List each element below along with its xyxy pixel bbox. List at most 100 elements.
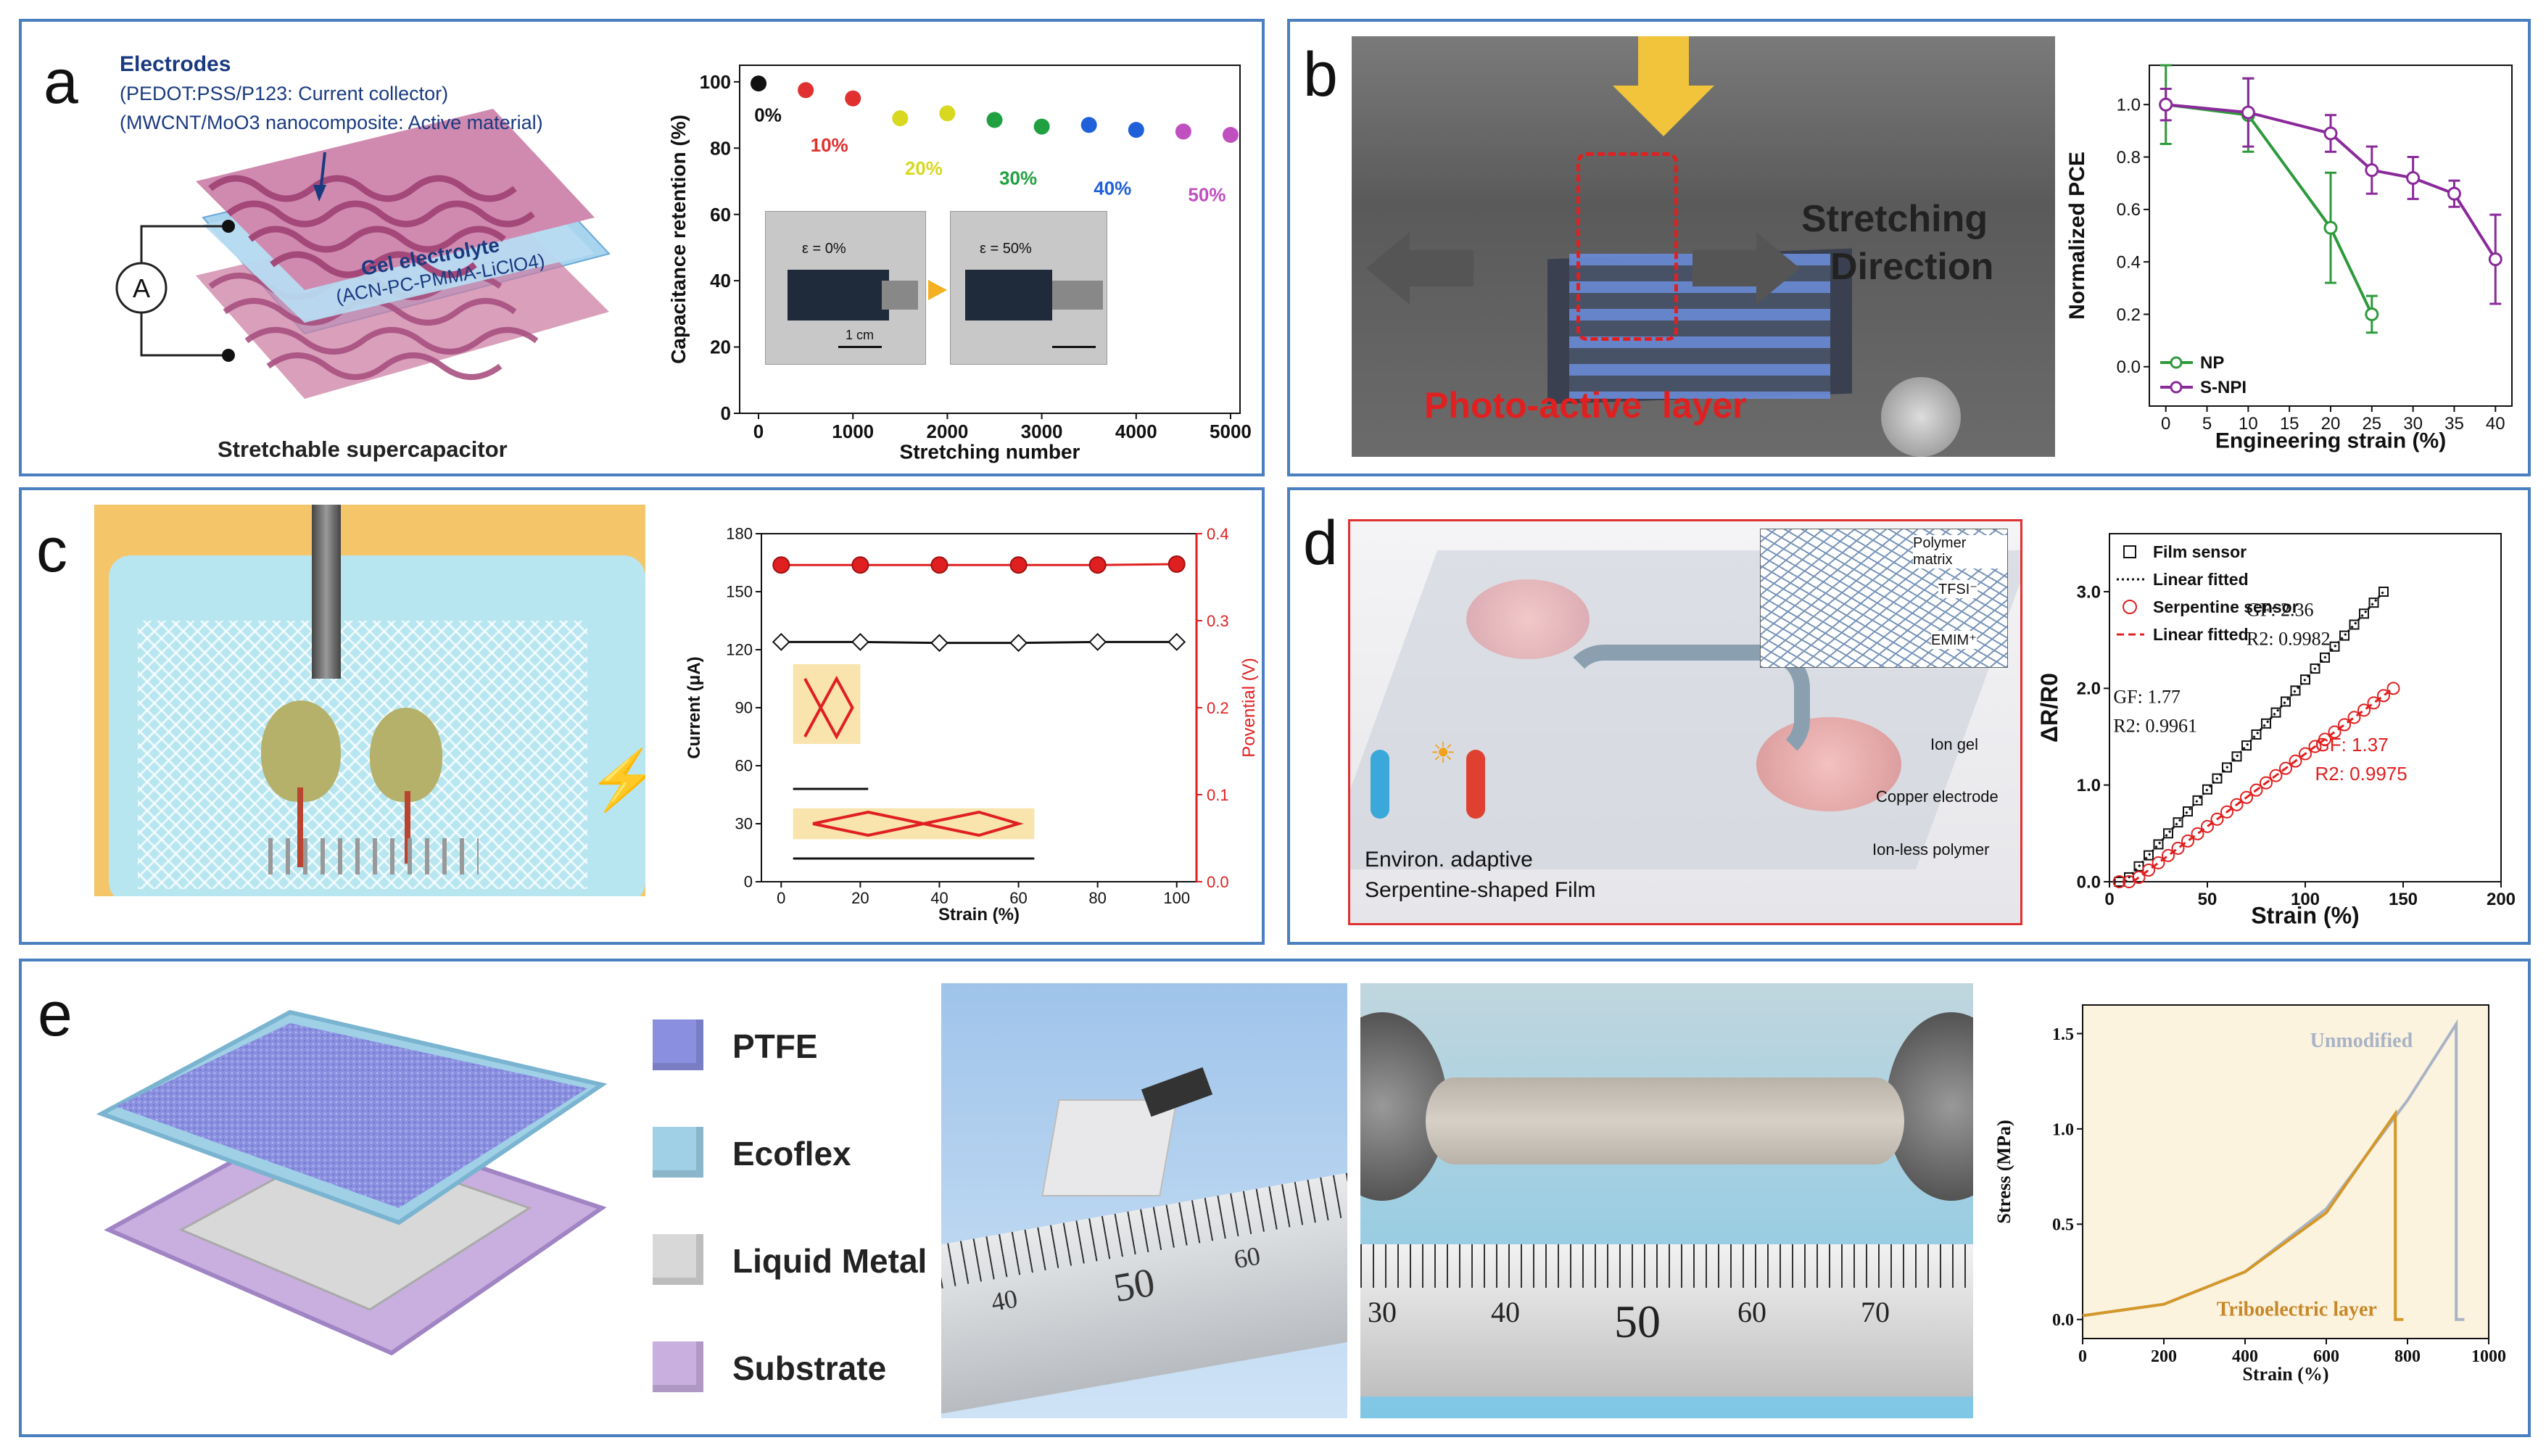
y2-tick-label: 0.1 — [1207, 786, 1229, 804]
ruler-number: 50 — [1614, 1296, 1661, 1347]
inset-right: ε = 50% — [950, 211, 1107, 365]
ion-gel-pad-left — [1466, 579, 1590, 659]
legend-label: S-NPI — [2200, 378, 2247, 397]
film-point — [2144, 850, 2154, 861]
film-point — [2212, 773, 2223, 784]
y-tick-label: 0.0 — [2052, 1311, 2074, 1330]
active-layer-box — [1576, 152, 1678, 341]
y2-tick-label: 0.2 — [1207, 699, 1229, 717]
legend-label: Linear fitted — [2153, 625, 2249, 644]
legend-marker — [2170, 356, 2183, 369]
curve-label: Triboelectric layer — [2217, 1298, 2377, 1320]
y-tick-label: 0.8 — [2117, 148, 2141, 167]
x-axis-label: Stretching number — [900, 440, 1080, 463]
legend-label: Ecoflex — [732, 1135, 851, 1172]
data-point — [1222, 127, 1239, 143]
serpentine-fit-line — [2132, 687, 2394, 883]
y-axis-label: Capacitance retention (%) — [667, 115, 690, 364]
film-point — [2349, 619, 2360, 630]
polymer-inset: Polymer matrix TFSI⁻ EMIM⁺ — [1760, 529, 2008, 668]
y-tick-label: 2.0 — [2077, 679, 2101, 699]
serpentine-point — [2142, 863, 2155, 877]
serpentine-point — [2357, 703, 2371, 717]
panel-label: a — [44, 47, 78, 117]
schematic-caption: Stretchable supercapacitor — [218, 437, 508, 462]
data-point — [845, 90, 861, 107]
panel-label: c — [36, 516, 67, 585]
x-tick-label: 25 — [2362, 414, 2381, 434]
serpentine-point — [2347, 711, 2361, 724]
emim-label: EMIM⁺ — [1931, 631, 1977, 649]
potential-point — [851, 556, 869, 574]
y-tick-label: 60 — [735, 757, 753, 775]
y-tick-label: 0.0 — [2077, 872, 2101, 892]
y-tick-label: 0.2 — [2117, 305, 2141, 325]
data-point — [2406, 170, 2421, 185]
serpentine-point — [2181, 834, 2194, 848]
serpentine-point — [2377, 689, 2390, 703]
r2-film: R2: 0.9982 — [2247, 628, 2331, 649]
serpentine-point — [2240, 790, 2253, 804]
data-point — [1080, 117, 1097, 133]
y-tick-label: 0 — [744, 873, 753, 891]
legend-marker — [2123, 600, 2137, 614]
serpentine-point — [2338, 718, 2351, 732]
x-tick-label: 200 — [2151, 1347, 2177, 1366]
plot-frame — [2082, 1004, 2489, 1339]
active-layer-label: Photo-active layer — [1424, 385, 1747, 426]
plot-frame — [739, 65, 1241, 414]
legend-label: Substrate — [732, 1349, 887, 1387]
data-point — [2323, 220, 2338, 235]
y2-axis-label: Povential (V) — [1239, 658, 1259, 757]
data-point — [1033, 118, 1050, 135]
sewing-illustration: ⚡ — [94, 505, 645, 896]
y-tick-label: 80 — [710, 137, 731, 159]
stretch-inset-photo: ε = 0% 1 cm ε = 50% — [761, 207, 1109, 374]
current-point — [1009, 634, 1028, 653]
serpentine-point — [2220, 805, 2233, 819]
y-tick-label: 1.0 — [2077, 776, 2101, 795]
y-axis-label: ΔR/R0 — [2037, 673, 2062, 743]
x-tick-label: 10 — [2239, 414, 2258, 434]
serpentine-illustration: Polymer matrix TFSI⁻ EMIM⁺ Ion gel Coppe… — [1348, 519, 2022, 925]
y2-tick-label: 0.3 — [1207, 612, 1229, 630]
inset-right-label: ε = 50% — [980, 241, 1032, 257]
data-point — [1128, 122, 1144, 138]
gf-film-low: GF: 1.77 — [2113, 686, 2180, 707]
film-point — [2368, 597, 2379, 608]
x-tick-label: 1000 — [832, 421, 874, 442]
serpentine-point — [2386, 682, 2400, 695]
y-tick-label: 1.0 — [2052, 1120, 2074, 1139]
y-tick-label: 90 — [735, 699, 753, 717]
x-tick-label: 3000 — [1021, 421, 1063, 442]
film-point — [2329, 641, 2340, 652]
ruler-number: 30 — [1368, 1296, 1397, 1328]
electrodes-line2: (MWCNT/MoO3 nanocomposite: Active materi… — [120, 112, 543, 133]
x-tick-label: 15 — [2280, 414, 2299, 434]
data-label: 10% — [811, 134, 848, 156]
data-point — [2488, 252, 2502, 267]
tree-right — [370, 708, 442, 802]
ruler-number: 40 — [988, 1283, 1020, 1318]
gf-serpentine: GF: 1.37 — [2315, 734, 2389, 756]
x-tick-label: 0 — [777, 889, 785, 907]
y-axis-label: Stress (MPa) — [1993, 1120, 2014, 1223]
serpentine-point — [2328, 725, 2342, 739]
y-tick-label: 120 — [726, 641, 753, 659]
serpentine-point — [2201, 819, 2214, 833]
lightning-icon: ⚡ — [587, 748, 645, 812]
arrow-down-icon — [1638, 36, 1689, 87]
thermometer-cold-icon — [1371, 750, 1389, 819]
film-point — [2133, 861, 2144, 872]
x-tick-label: 2000 — [926, 421, 968, 442]
inset-scale-label: 1 cm — [846, 328, 875, 342]
data-label: 0% — [754, 104, 782, 126]
y-tick-label: 0.4 — [2117, 253, 2141, 273]
ruler-number: 40 — [1491, 1296, 1520, 1328]
